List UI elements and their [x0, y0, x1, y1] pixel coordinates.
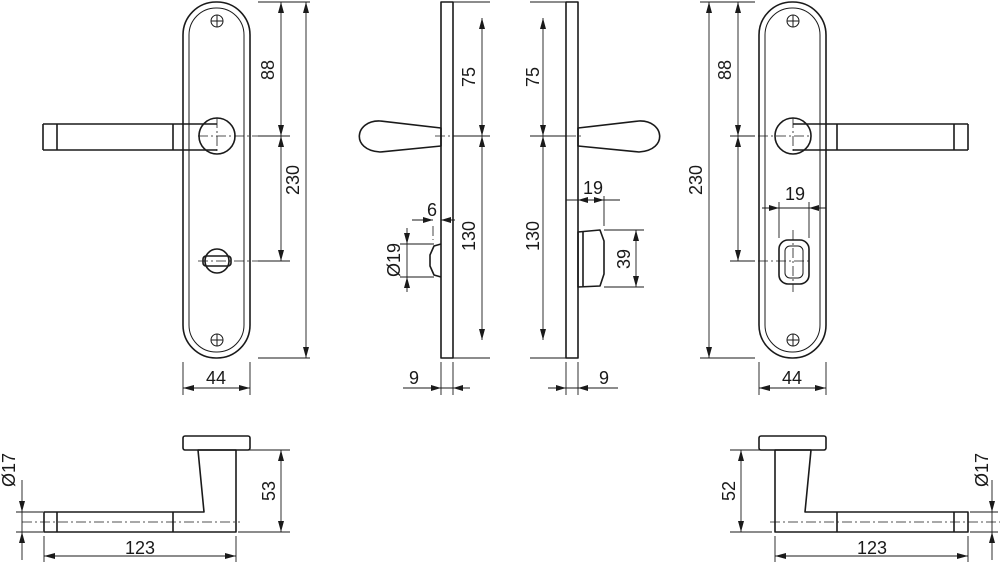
dimension-label-230: 230 — [283, 165, 303, 195]
front-view-left: 88 230 44 — [42, 1, 310, 395]
top-view-left: 53 Ø17 123 — [0, 435, 290, 562]
backplate-inner-outline — [764, 7, 821, 353]
lever-top-right — [774, 449, 969, 533]
dimension-label-39: 39 — [614, 249, 634, 269]
dimension-label-75: 75 — [459, 67, 479, 87]
dimension-label-6: 6 — [427, 200, 437, 220]
lever-side-right — [577, 120, 661, 153]
front-view-right: 88 230 19 44 — [686, 1, 969, 395]
dimension-label-dia17-right: Ø17 — [972, 453, 992, 487]
dimension-label-44: 44 — [206, 368, 226, 388]
backplate-side — [440, 1, 454, 359]
dimension-label-9-left: 9 — [409, 368, 419, 388]
backplate-outline — [758, 1, 827, 359]
thumbturn-side-right — [577, 229, 605, 288]
screw-top-icon — [210, 14, 224, 28]
dimension-label-9-right: 9 — [599, 368, 609, 388]
rose-top — [758, 435, 827, 451]
backplate-side — [565, 1, 579, 359]
lever-top-left — [43, 449, 237, 533]
screw-bottom-icon — [786, 333, 800, 347]
dimension-label-dia19: Ø19 — [384, 243, 404, 277]
dimension-label-88: 88 — [258, 60, 278, 80]
dimension-label-44-right: 44 — [782, 368, 802, 388]
rose-top — [182, 435, 251, 451]
dimension-label-123: 123 — [125, 538, 155, 558]
dimension-label-19-front: 19 — [785, 184, 805, 204]
backplate-inner-outline — [188, 7, 245, 353]
dimension-label-53: 53 — [259, 481, 279, 501]
dimension-label-75-right: 75 — [523, 67, 543, 87]
dimension-label-88-right: 88 — [715, 60, 735, 80]
side-view-left: 75 130 6 Ø19 9 — [358, 1, 490, 395]
lever-side-left — [358, 120, 442, 153]
dimension-label-130: 130 — [459, 221, 479, 251]
top-view-right: 52 Ø17 123 — [719, 435, 1000, 562]
dimension-label-52: 52 — [719, 481, 739, 501]
screw-top-icon — [786, 14, 800, 28]
dimension-label-230-right: 230 — [686, 165, 706, 195]
dimension-label-123-right: 123 — [857, 538, 887, 558]
dimension-label-130-right: 130 — [523, 221, 543, 251]
side-view-right: 75 130 19 39 9 — [523, 1, 661, 395]
dimension-label-19-side: 19 — [583, 178, 603, 198]
thumbturn-side-left — [429, 243, 442, 278]
dimension-label-dia17: Ø17 — [0, 453, 19, 487]
thumbturn-indicator-right — [778, 239, 810, 285]
screw-bottom-icon — [210, 333, 224, 347]
backplate-outline — [182, 1, 251, 359]
